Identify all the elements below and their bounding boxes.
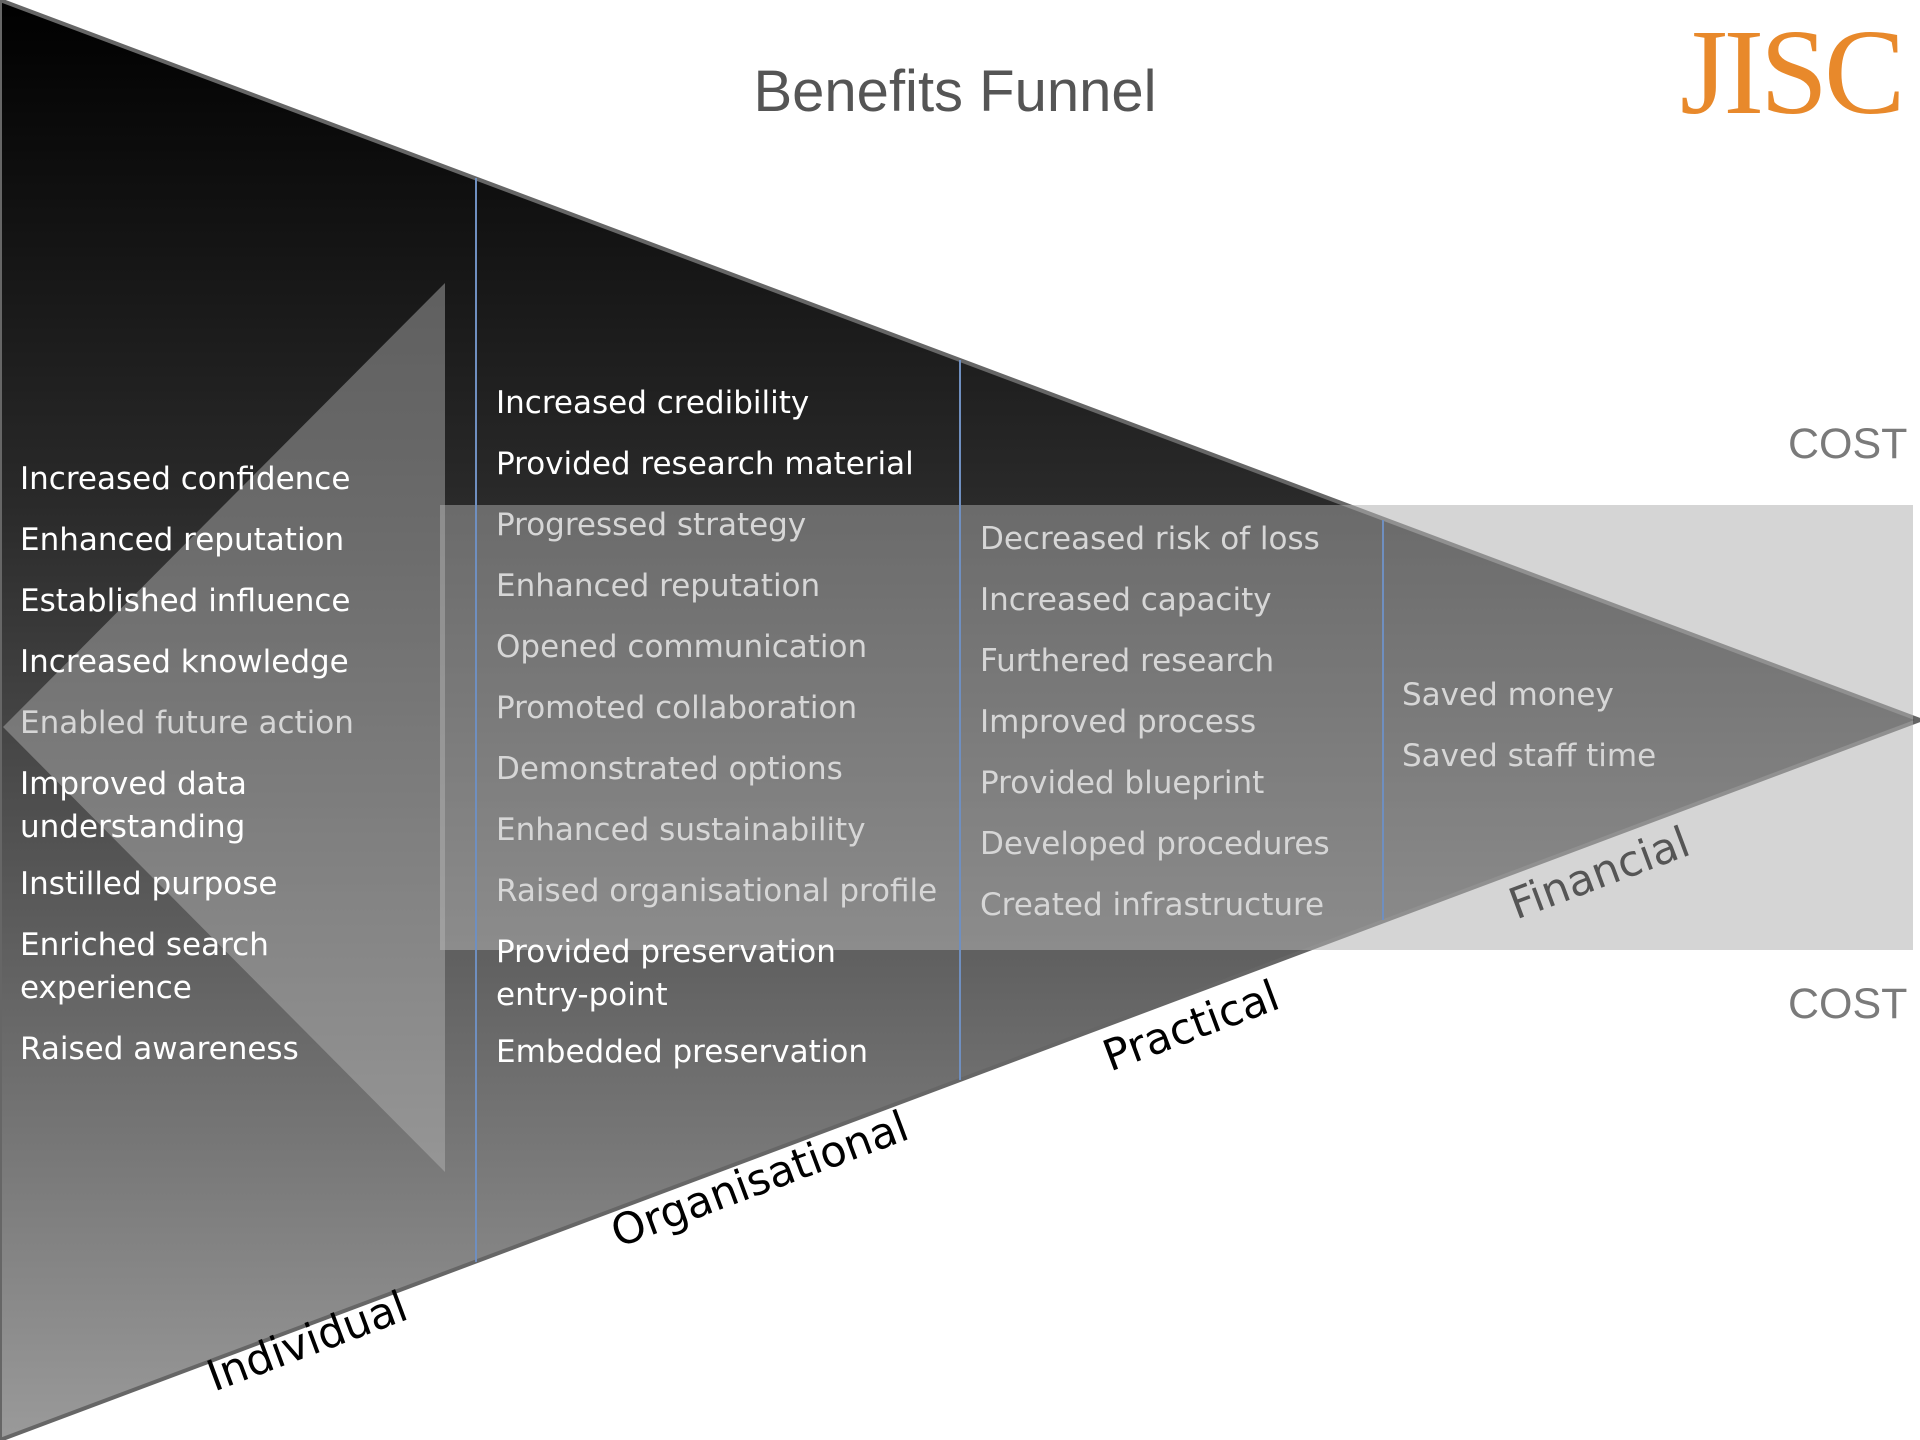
- individual-benefits-list: Increased confidence Enhanced reputation…: [20, 458, 450, 1089]
- list-item: Enhanced reputation: [20, 522, 345, 558]
- list-item: Increased knowledge: [20, 644, 349, 680]
- list-item: Developed procedures: [980, 826, 1330, 862]
- list-item: Demonstrated options: [496, 751, 843, 787]
- cost-label-top: COST: [1788, 420, 1908, 468]
- list-item: Provided preservation entry-point: [496, 934, 836, 1013]
- list-item: Saved money: [1402, 677, 1614, 713]
- list-item: Instilled purpose: [20, 866, 278, 902]
- list-item: Progressed strategy: [496, 507, 807, 543]
- left-arrow: [3, 283, 445, 1172]
- list-item: Enabled future action: [20, 705, 354, 741]
- list-item: Promoted collaboration: [496, 690, 858, 726]
- list-item: Embedded preservation: [496, 1034, 868, 1070]
- list-item: Furthered research: [980, 643, 1275, 679]
- list-item: Raised awareness: [20, 1031, 299, 1067]
- list-item: Increased confidence: [20, 461, 351, 497]
- list-item: Increased capacity: [980, 582, 1272, 618]
- page-title: Benefits Funnel: [753, 59, 1157, 124]
- list-item: Increased credibility: [496, 385, 810, 421]
- list-item: Created infrastructure: [980, 887, 1325, 923]
- list-item: Enriched search experience: [20, 927, 269, 1006]
- list-item: Provided blueprint: [980, 765, 1265, 801]
- list-item: Improved process: [980, 704, 1257, 740]
- practical-benefits-list: Decreased risk of loss Increased capacit…: [980, 518, 1380, 945]
- list-item: Opened communication: [496, 629, 868, 665]
- list-item: Saved staff time: [1402, 738, 1657, 774]
- cost-label-bottom: COST: [1788, 980, 1908, 1028]
- band-overlay: [440, 505, 1913, 950]
- list-item: Raised organisational profile: [496, 873, 938, 909]
- list-item: Improved data understanding: [20, 766, 247, 845]
- list-item: Decreased risk of loss: [980, 521, 1320, 557]
- list-item: Established influence: [20, 583, 351, 619]
- list-item: Enhanced reputation: [496, 568, 821, 604]
- financial-benefits-list: Saved money Saved staff time: [1402, 674, 1722, 796]
- list-item: Enhanced sustainability: [496, 812, 866, 848]
- list-item: Provided research material: [496, 446, 914, 482]
- jisc-logo: JISC: [1680, 5, 1905, 140]
- organisational-benefits-list: Increased credibility Provided research …: [496, 382, 956, 1092]
